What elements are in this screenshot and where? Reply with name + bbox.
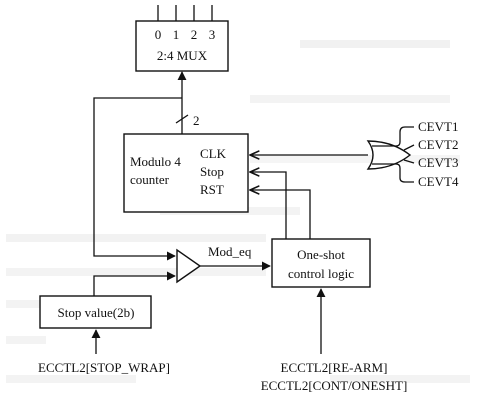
control-labels: ECCTL2[STOP_WRAP] ECCTL2[RE-ARM] ECCTL2[… [38, 360, 407, 393]
mux-block: 0 1 2 3 2:4 MUX [135, 5, 229, 72]
bus-width-label: 2 [193, 113, 200, 128]
cont-onesht-label: ECCTL2[CONT/ONESHT] [261, 378, 408, 393]
counter-label-line1: Modulo 4 [130, 154, 181, 169]
counter-pin-rst: RST [200, 182, 224, 197]
stop-wrap-label: ECCTL2[STOP_WRAP] [38, 360, 170, 375]
event-wire-3 [403, 159, 415, 164]
event-label-cevt1: CEVT1 [418, 119, 458, 134]
counter-pin-clk: CLK [200, 146, 227, 161]
counter-block: Modulo 4 counter CLK Stop RST [123, 133, 249, 213]
or-gate-shape [366, 140, 412, 170]
counter-box [123, 133, 249, 213]
oneshot-label-line2: control logic [288, 266, 354, 281]
counter-pin-stop: Stop [200, 164, 224, 179]
select-bus: 2 [175, 71, 200, 134]
mux-input-label-0: 0 [155, 27, 162, 42]
event-label-cevt3: CEVT3 [418, 155, 458, 170]
oneshot-box [271, 238, 371, 288]
comparator-shape [176, 248, 202, 284]
event-label-cevt4: CEVT4 [418, 174, 459, 189]
mux-label: 2:4 MUX [157, 48, 208, 63]
stop-wire [250, 172, 287, 239]
comparator-block: Mod_eq [93, 97, 271, 296]
stop-value-box [39, 295, 152, 329]
stop-value-label: Stop value(2b) [58, 305, 135, 320]
mux-box [135, 20, 229, 72]
mux-input-label-3: 3 [209, 27, 216, 42]
re-arm-label: ECCTL2[RE-ARM] [281, 360, 388, 375]
rst-wire [250, 190, 311, 239]
mod-eq-label: Mod_eq [208, 244, 252, 259]
mux-input-label-2: 2 [191, 27, 198, 42]
event-wire-1 [372, 126, 414, 147]
event-or-gate: CEVT1 CEVT2 CEVT3 CEVT4 [250, 119, 459, 189]
counter-feedback-wire [93, 97, 182, 261]
event-wire-2 [403, 144, 415, 151]
event-label-cevt2: CEVT2 [418, 137, 458, 152]
oneshot-block: One-shot control logic [250, 172, 371, 354]
stop-value-wire [93, 271, 176, 296]
bus-slash [175, 114, 189, 124]
mux-input-label-1: 1 [173, 27, 180, 42]
event-wire-4 [372, 163, 414, 183]
stop-value-block: Stop value(2b) [39, 295, 152, 354]
counter-label-line2: counter [130, 172, 170, 187]
oneshot-label-line1: One-shot [297, 247, 345, 262]
